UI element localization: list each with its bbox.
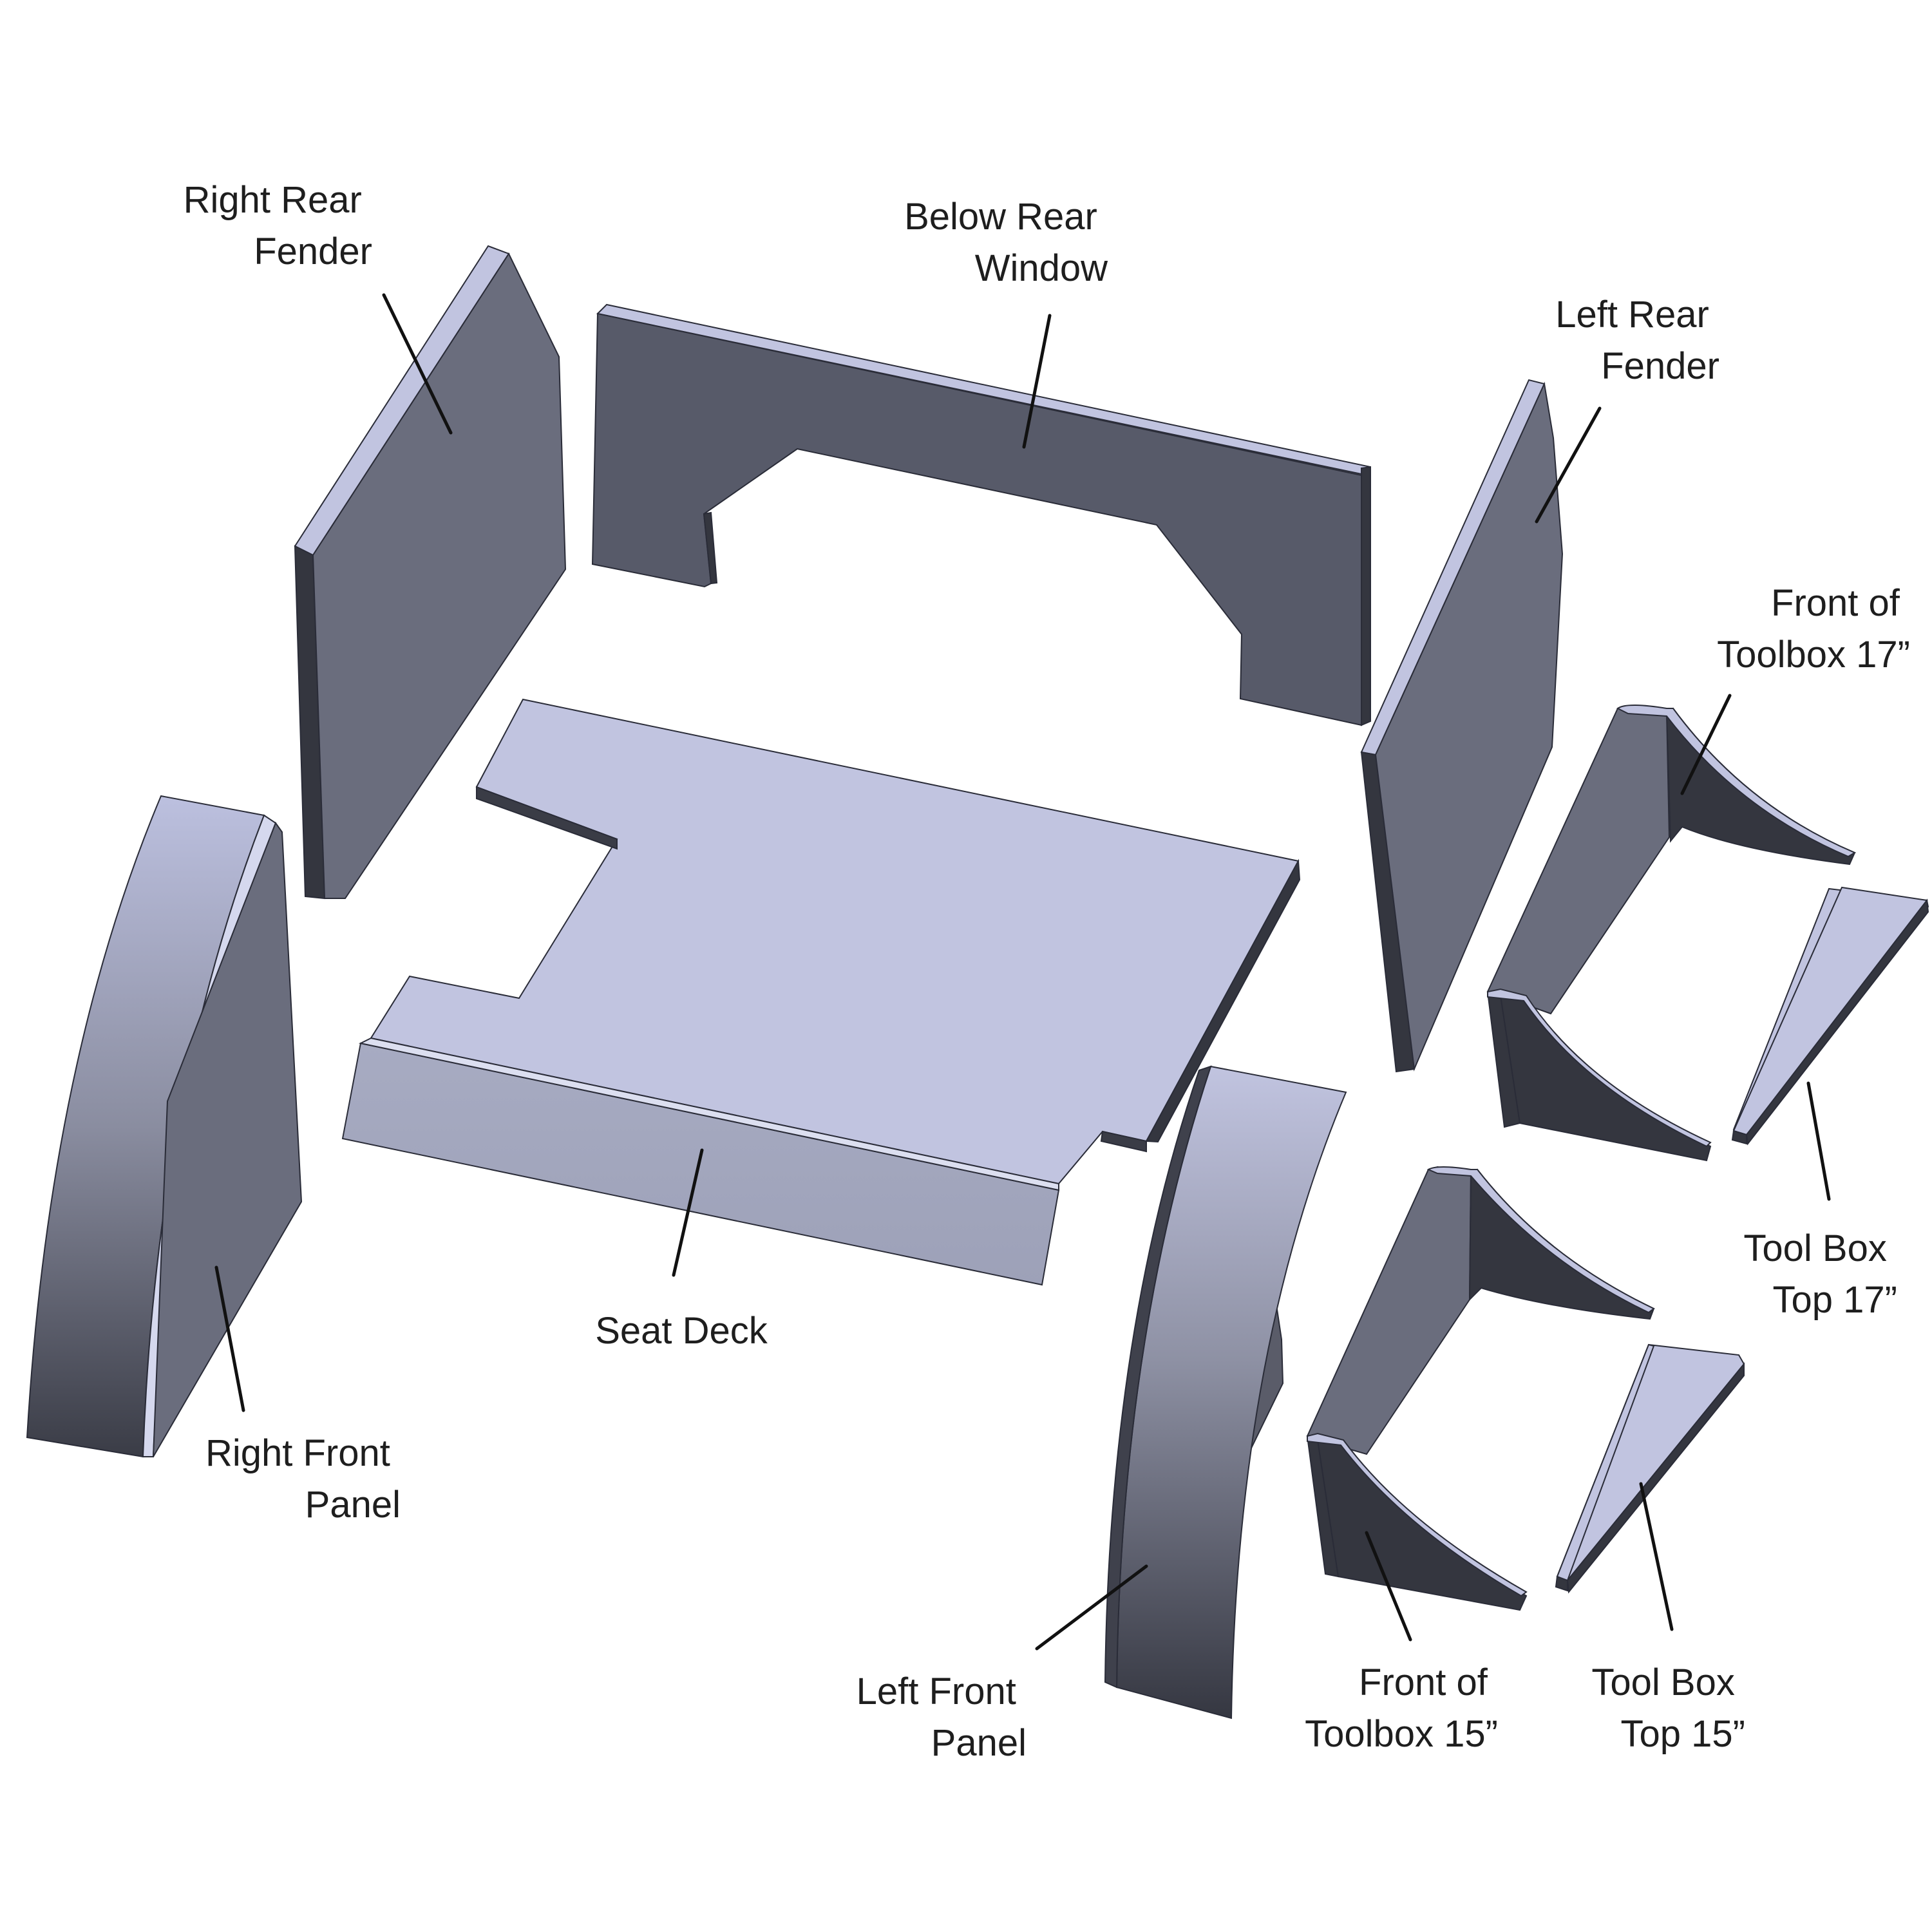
seat-deck [341,698,1301,1286]
leader-tool-box-top-17 [1806,1081,1831,1201]
leader-left-rear-fender [1535,406,1602,524]
left-front-panel [1104,1065,1347,1719]
front-of-toolbox-17 [1486,705,1857,1162]
label-front-of-toolbox-17: Front of Toolbox 17” [1717,582,1910,676]
label-tool-box-top-15: Tool Box Top 15” [1591,1662,1745,1755]
leader-below-rear-window [1022,314,1052,449]
label-left-front-panel: Left Front Panel [857,1671,1027,1764]
tool-box-top-15 [1555,1343,1745,1594]
label-right-rear-fender: Right Rear Fender [184,179,372,272]
leader-seat-deck [672,1148,704,1277]
left-rear-fender [1360,379,1564,1073]
leader-right-front-panel [214,1265,245,1412]
leader-tool-box-top-15 [1639,1482,1674,1631]
right-rear-fender [294,245,567,900]
label-right-front-panel: Right Front Panel [205,1432,401,1526]
label-left-rear-fender: Left Rear Fender [1555,294,1719,387]
below-rear-window [591,303,1371,726]
leader-left-front-panel [1035,1564,1148,1651]
leader-right-rear-fender [382,293,453,435]
tool-box-top-17 [1731,886,1929,1146]
right-front-panel [26,795,303,1458]
label-below-rear-window: Below Rear Window [904,196,1108,289]
label-tool-box-top-17: Tool Box Top 17” [1743,1227,1897,1321]
label-seat-deck: Seat Deck [595,1310,768,1352]
leader-front-of-toolbox-15 [1365,1531,1412,1642]
leader-front-of-toolbox-17 [1680,694,1732,795]
label-front-of-toolbox-15: Front of Toolbox 15” [1305,1662,1498,1755]
front-of-toolbox-15 [1306,1166,1655,1611]
